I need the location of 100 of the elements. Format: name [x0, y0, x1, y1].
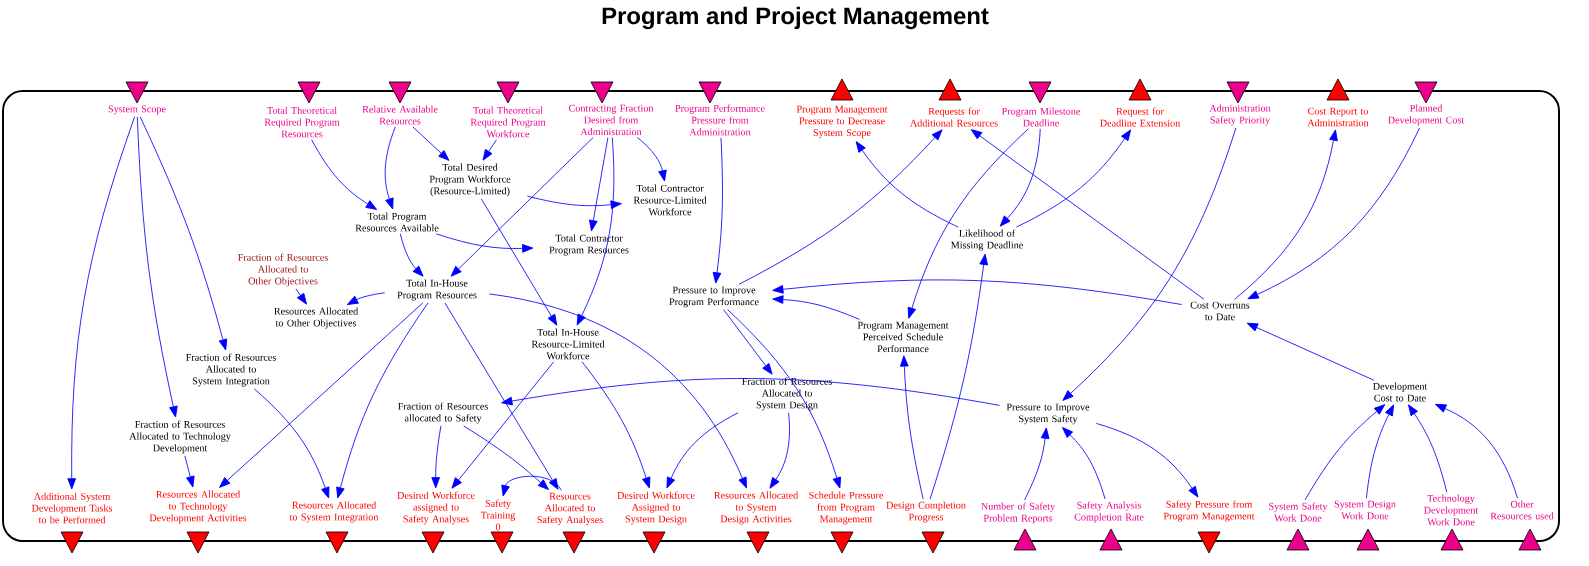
variable-label: Requests for Additional Resources	[909, 107, 998, 127]
arrow	[463, 425, 549, 490]
variable-label: Design Completion Progress	[886, 501, 966, 523]
arrow	[738, 129, 943, 285]
arrow	[581, 361, 651, 489]
variable-label: Program Management Pressure to Decrease System Scope	[796, 105, 888, 139]
arrow	[435, 233, 534, 253]
arrow	[412, 126, 450, 161]
arrow	[900, 355, 924, 500]
variable-label: System Scope	[108, 105, 166, 115]
arrow	[480, 198, 558, 326]
arrow	[489, 293, 747, 489]
variable-label: Fraction of Resources Allocated to Other Objectives	[238, 253, 328, 287]
arrow	[336, 302, 429, 499]
variable-label: Safety Training 0	[480, 499, 516, 531]
arrow	[527, 195, 622, 209]
arrow	[1408, 404, 1448, 493]
variable-label: Planned Development Cost	[1388, 104, 1465, 126]
variable-label: Desired Workforce assigned to Safety Analyses	[397, 491, 475, 525]
variable-label: Cost Report to Administration	[1307, 107, 1369, 127]
variable-label: Resources Allocated to Technology Development Activities	[149, 490, 247, 524]
variable-label: Other Resources used	[1490, 500, 1554, 520]
arrow	[184, 455, 195, 488]
arrow	[451, 361, 555, 489]
variable-label: Technology Development Work Done	[1424, 494, 1479, 526]
variable-label: Desired Workforce Assigned to System Design	[617, 491, 695, 525]
variable-label: Total Desired Program Workforce (Resource-Limited)	[429, 163, 511, 197]
arrow	[855, 141, 959, 228]
boundary-frame	[2, 90, 1560, 542]
arrow	[907, 128, 1029, 319]
variable-label: Fraction of Resources Allocated to Technology Development	[129, 420, 231, 454]
arrow	[1435, 403, 1518, 499]
arrow	[1062, 427, 1106, 500]
variable-label: Total Theoretical Required Program Workforce	[470, 106, 546, 138]
arrow	[346, 292, 386, 305]
variable-label: Program Performance Pressure from Administration	[675, 104, 765, 136]
arrow	[637, 137, 667, 182]
arrow	[727, 309, 841, 489]
variable-label: Program Management Perceived Schedule Performance	[857, 321, 949, 353]
variable-label: Schedule Pressure from Program Management	[809, 491, 884, 525]
arrow	[589, 137, 609, 232]
arrow	[253, 388, 330, 499]
arrow	[666, 412, 739, 489]
arrow	[295, 288, 307, 305]
variable-label: Resources Allocated to System Design Activities	[714, 491, 799, 525]
variable-label: Administration Safety Priority	[1209, 104, 1271, 126]
arrow	[1015, 129, 1132, 228]
variable-label: Contracting Fraction Desired from Administration	[569, 104, 654, 136]
variable-label: Number of Safety Problem Reports	[981, 502, 1056, 524]
variable-label: Total Theoretical Required Program Resources	[264, 106, 340, 138]
arrow	[929, 253, 989, 500]
arrow	[1246, 322, 1375, 381]
variable-label: Total In-House Resource-Limited Workforce	[531, 328, 605, 360]
arrow	[450, 137, 594, 277]
variable-label: Fraction of Resources allocated to Safety	[398, 402, 488, 424]
arrow	[67, 116, 136, 490]
arrow	[772, 279, 1183, 305]
variable-label: Development Cost to Date	[1373, 382, 1428, 402]
arrow	[576, 137, 615, 326]
arrow	[384, 126, 396, 210]
variable-label: Program Milestone Deadline	[1001, 107, 1080, 127]
arrow	[1096, 423, 1199, 498]
arrow	[1304, 404, 1386, 501]
variable-label: Total Contractor Program Resources	[549, 234, 629, 256]
arrow	[1365, 404, 1394, 499]
arrow	[1062, 127, 1237, 401]
variable-label: Relative Available Resources	[362, 105, 438, 125]
arrow	[1247, 127, 1421, 300]
arrow	[311, 139, 378, 210]
variable-label: Cost Overruns to Date	[1190, 301, 1250, 321]
arrow	[431, 425, 442, 489]
variable-label: Likelihood of Missing Deadline	[951, 229, 1023, 251]
arrow	[501, 475, 562, 497]
arrow	[136, 116, 178, 418]
arrow	[769, 412, 790, 489]
variable-label: Additional System Development Tasks to be Performed	[31, 492, 113, 524]
variable-label: Resources Allocated to Safety Analyses	[537, 492, 603, 526]
arrow	[139, 116, 228, 351]
variable-label: Total In-House Program Resources	[397, 279, 477, 301]
arrow	[970, 129, 1205, 300]
variable-label: Resources Allocated to System Integration	[289, 501, 379, 523]
variable-label: Request for Deadline Extension	[1100, 107, 1181, 127]
arrow	[712, 137, 723, 284]
variable-label: Safety Pressure from Program Management	[1163, 500, 1255, 522]
arrow	[1234, 129, 1338, 300]
arrow	[501, 378, 1001, 406]
variable-label: Pressure to Improve Program Performance	[669, 286, 759, 308]
variable-label: Safety Analysis Completion Rate	[1074, 501, 1144, 523]
variable-label: Pressure to Improve System Safety	[1006, 403, 1090, 425]
variable-label: System Design Work Done	[1334, 500, 1396, 520]
arrow	[482, 139, 497, 161]
arrow	[444, 302, 559, 490]
title: Program and Project Management	[602, 6, 989, 30]
variable-label: Resources Allocated to Other Objectives	[274, 307, 359, 329]
arrow	[1024, 427, 1050, 501]
arrow	[999, 128, 1041, 227]
variable-label: System Safety Work Done	[1269, 502, 1328, 522]
variable-label: Fraction of Resources Allocated to System Integration	[186, 353, 276, 387]
arrow	[772, 295, 860, 320]
variable-label: Total Contractor Resource-Limited Workforce	[633, 184, 707, 216]
